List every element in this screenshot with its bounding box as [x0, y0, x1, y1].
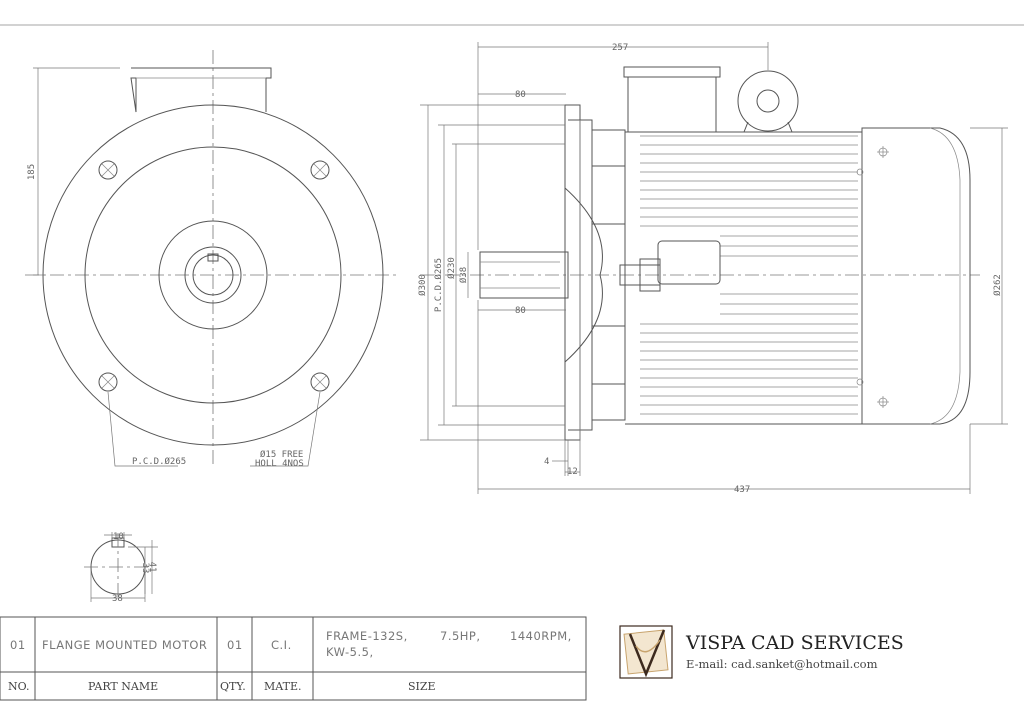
company-email: E-mail: cad.sanket@hotmail.com: [686, 657, 878, 671]
row-size-hp: 7.5HP,: [440, 629, 481, 643]
dim-80-bottom: 80: [515, 306, 526, 316]
cover-bolt: [856, 168, 864, 386]
dim-height: 185: [27, 164, 37, 180]
dim-spigot-dia: Ø230: [446, 257, 457, 279]
callout-holes-line1: Ø15 FREE: [260, 449, 303, 460]
row-size-kw: KW-5.5,: [326, 645, 374, 659]
dim-body-dia: Ø262: [992, 274, 1003, 296]
header-part-name: PART NAME: [88, 680, 158, 693]
dim-shaft-dia: Ø38: [458, 267, 469, 283]
dim-spigot-depth: 4: [544, 457, 549, 467]
dim-key-width: 10: [113, 532, 124, 542]
company-logo: [619, 625, 673, 679]
title-block: 01 FLANGE MOUNTED MOTOR 01 C.I. FRAME-13…: [0, 616, 587, 701]
company-name: VISPA CAD SERVICES: [685, 632, 904, 654]
dim-key-total: 41: [147, 562, 157, 573]
dim-257: 257: [612, 43, 628, 53]
cover-bolt: [877, 146, 889, 158]
bolt-hole: [310, 372, 330, 392]
row-no: 01: [10, 638, 26, 652]
row-part-name: FLANGE MOUNTED MOTOR: [42, 638, 207, 652]
company-block: VISPA CAD SERVICES E-mail: cad.sanket@ho…: [619, 625, 904, 679]
dim-437: 437: [734, 485, 750, 495]
cooling-fins: [640, 135, 858, 415]
key-detail: 10 33 41 38: [84, 532, 158, 604]
dim-flange-dia: Ø300: [417, 274, 428, 296]
dim-key-shaft: 38: [112, 594, 123, 604]
row-qty: 01: [227, 638, 243, 652]
callout-holes-line2: HOLL 4NOS: [255, 459, 304, 469]
callout-pcd-front: P.C.D.Ø265: [132, 456, 186, 467]
side-view: 257 80 80 Ø300 P.C.D.Ø265 Ø230 Ø38 Ø262 …: [417, 42, 1008, 495]
header-material: MATE.: [264, 680, 301, 693]
cover-bolt: [877, 396, 889, 408]
front-view: 185 P.C.D.Ø265 Ø15 FREE HOLL 4NOS: [25, 50, 400, 469]
header-qty: QTY.: [220, 680, 246, 693]
dim-80-top: 80: [515, 90, 526, 100]
header-no: NO.: [8, 680, 30, 693]
row-material: C.I.: [271, 638, 292, 652]
row-size-frame: FRAME-132S,: [326, 629, 408, 643]
row-size-rpm: 1440RPM,: [510, 629, 572, 643]
dim-pcd-side: P.C.D.Ø265: [433, 258, 444, 312]
header-size: SIZE: [408, 680, 436, 693]
bolt-hole: [310, 160, 330, 180]
bolt-hole: [98, 160, 118, 180]
bolt-hole: [98, 372, 118, 392]
dim-key-height: 33: [140, 563, 150, 574]
dim-flange-thk: 12: [567, 467, 578, 477]
